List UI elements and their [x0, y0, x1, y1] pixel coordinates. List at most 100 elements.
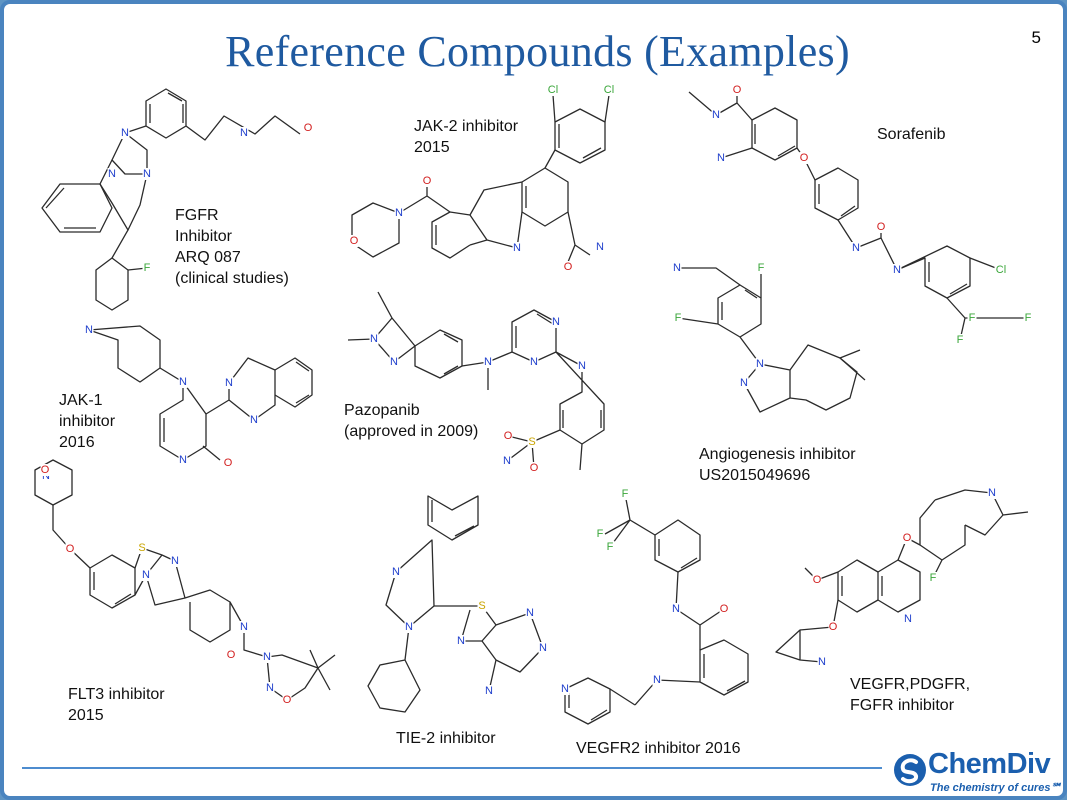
atom-label-bg [529, 356, 539, 368]
atom-label-o: O [224, 457, 233, 469]
atom-label-n: N [653, 674, 661, 686]
atom-label-bg [560, 683, 570, 695]
atom-label-bg [142, 262, 152, 274]
atom-label-n: N [250, 414, 258, 426]
label-jak2: JAK-2 inhibitor 2015 [414, 116, 518, 158]
atom-label-bg [711, 109, 721, 121]
atom-label-n: N [142, 569, 150, 581]
label-line: FGFR [175, 207, 219, 224]
atom-label-bg [551, 316, 561, 328]
atom-label-bg [732, 84, 742, 96]
label-line: 2015 [414, 139, 450, 156]
atom-label-bg [756, 262, 766, 274]
label-flt3: FLT3 inhibitor 2015 [68, 684, 165, 726]
atom-label-o: O [877, 221, 886, 233]
atom-label-f: F [930, 572, 937, 584]
atom-label-bg [239, 621, 249, 633]
atom-label-bg [577, 360, 587, 372]
atom-label-bg [903, 613, 913, 625]
label-line: 2016 [59, 434, 95, 451]
atom-label-bg [84, 324, 94, 336]
label-line: VEGFR2 inhibitor 2016 [576, 740, 741, 757]
atom-label-o: O [504, 430, 513, 442]
label-line: Pazopanib [344, 402, 420, 419]
atom-label-cl: Cl [996, 264, 1006, 276]
atom-label-n: N [240, 127, 248, 139]
atom-label-bg [620, 488, 630, 500]
atom-label-n: N [395, 207, 403, 219]
atom-label-bg [652, 674, 662, 686]
atom-label-o: O [350, 235, 359, 247]
atom-label-o: O [66, 543, 75, 555]
structure-tie2 [367, 495, 544, 713]
atom-label-bg [456, 635, 466, 647]
atom-label-bg [828, 621, 838, 633]
chemdiv-logo-icon [894, 754, 926, 786]
atom-label-bg [224, 377, 234, 389]
atom-label-o: O [530, 462, 539, 474]
atom-label-n: N [818, 656, 826, 668]
atom-label-n: N [179, 376, 187, 388]
atom-label-s: S [138, 542, 145, 554]
atom-label-o: O [304, 122, 313, 134]
atom-label-n: N [596, 241, 604, 253]
atom-label-bg [391, 566, 401, 578]
atom-label-bg [483, 356, 493, 368]
atom-label-o: O [41, 464, 50, 476]
atom-label-bg [137, 542, 147, 554]
label-line: Sorafenib [877, 126, 946, 143]
atom-label-bg [484, 685, 494, 697]
atom-label-bg [851, 242, 861, 254]
atom-label-n: N [530, 356, 538, 368]
atom-label-f: F [622, 488, 629, 500]
atom-label-bg [369, 333, 379, 345]
atom-label-o: O [564, 261, 573, 273]
atom-label-n: N [392, 566, 400, 578]
atom-label-bg [892, 264, 902, 276]
atom-label-bg [602, 84, 616, 96]
atom-label-f: F [675, 312, 682, 324]
atom-label-n: N [263, 651, 271, 663]
structure-sorafenib [688, 91, 1028, 341]
atom-label-bg [546, 84, 560, 96]
label-line: TIE-2 inhibitor [396, 730, 496, 747]
atom-label-bg [994, 264, 1008, 276]
atom-label-o: O [423, 175, 432, 187]
atom-label-bg [538, 642, 548, 654]
atom-label-bg [282, 694, 292, 706]
atom-label-n: N [370, 333, 378, 345]
structure-flt3 [34, 459, 336, 701]
atom-label-n: N [457, 635, 465, 647]
atom-label-bg [178, 376, 188, 388]
chemical-structures: NNNNOFClClOONNONNONONONClFFFNNNONNNNNNNN… [34, 84, 1033, 725]
atom-label-n: N [712, 109, 720, 121]
atom-label-n: N [179, 454, 187, 466]
logo-tagline: The chemistry of cures℠ [930, 782, 1062, 794]
label-line: FGFR inhibitor [850, 697, 955, 714]
atom-label-bg [142, 168, 152, 180]
atom-label-f: F [144, 262, 151, 274]
atom-label-bg [739, 377, 749, 389]
atom-label-f: F [607, 541, 614, 553]
atom-label-bg [967, 312, 977, 324]
atom-label-n: N [85, 324, 93, 336]
atom-label-o: O [283, 694, 292, 706]
atom-label-n: N [108, 168, 116, 180]
atom-label-n: N [513, 242, 521, 254]
label-line: ARQ 087 [175, 249, 241, 266]
label-line: Angiogenesis inhibitor [699, 446, 856, 463]
atom-label-n: N [171, 555, 179, 567]
atom-label-bg [349, 235, 359, 247]
atom-label-n: N [526, 607, 534, 619]
label-angio: Angiogenesis inhibitor US2015049696 [699, 444, 856, 486]
atom-label-o: O [813, 574, 822, 586]
atom-label-bg [503, 430, 513, 442]
atom-label-n: N [988, 487, 996, 499]
structure-angio [677, 267, 866, 413]
label-sorafenib: Sorafenib [877, 124, 946, 145]
label-fgfr: FGFR Inhibitor ARQ 087 (clinical studies… [175, 205, 289, 289]
atom-label-bg [394, 207, 404, 219]
atom-label-bg [249, 414, 259, 426]
